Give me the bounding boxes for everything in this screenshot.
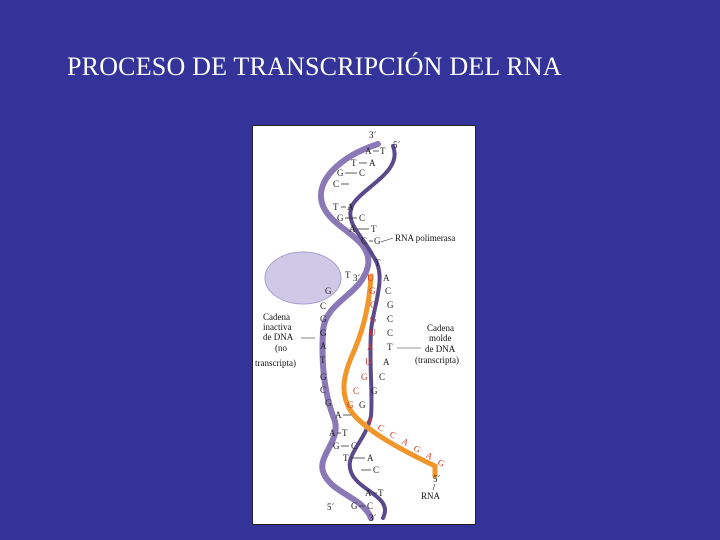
svg-text:C: C (370, 300, 376, 310)
svg-text:G: G (325, 398, 332, 408)
slide-title: PROCESO DE TRANSCRIPCIÓN DEL RNA (67, 52, 562, 81)
svg-text:G: G (337, 213, 344, 223)
svg-text:G: G (325, 286, 332, 296)
dna-strand-left-backbone (318, 141, 381, 521)
svg-text:Cadena: Cadena (263, 312, 290, 322)
transcription-figure: 3´ 5´ A T T A G C C T A G C A T C (252, 125, 476, 525)
svg-text:U: U (365, 357, 372, 367)
svg-text:A: A (329, 428, 336, 438)
rna-backbone (341, 273, 438, 479)
svg-text:de DNA: de DNA (263, 332, 294, 342)
svg-text:G: G (320, 314, 327, 324)
svg-text:C: C (373, 465, 379, 475)
svg-text:A: A (335, 410, 342, 420)
svg-text:T: T (380, 146, 386, 156)
svg-text:U: U (367, 273, 374, 283)
label-5-prime-bottom: 5´ (327, 502, 335, 512)
svg-text:C: C (388, 429, 398, 441)
svg-text:A: A (383, 357, 390, 367)
svg-text:T: T (342, 428, 348, 438)
label-3-prime-bottom: 3´ (369, 513, 377, 523)
svg-text:T: T (378, 488, 384, 498)
svg-text:Cadena: Cadena (427, 323, 454, 333)
svg-text:molde: molde (429, 333, 452, 343)
svg-text:C: C (387, 314, 393, 324)
svg-text:C: C (320, 301, 326, 311)
svg-text:C: C (333, 179, 339, 189)
svg-text:C: C (367, 501, 373, 511)
svg-text:G: G (359, 400, 366, 410)
svg-text:A: A (367, 453, 374, 463)
svg-text:(no: (no (275, 343, 287, 353)
svg-text:G: G (347, 400, 354, 410)
svg-text:T: T (343, 453, 349, 463)
svg-text:G: G (337, 168, 344, 178)
svg-text:G: G (320, 372, 327, 382)
svg-text:G: G (333, 441, 340, 451)
svg-text:T: T (387, 342, 393, 352)
inactive-strand-label: Cadena inactiva de DNA (no transcripta) (255, 312, 296, 368)
svg-text:(transcripta): (transcripta) (415, 355, 459, 365)
polymerase-leader-line (380, 237, 394, 243)
svg-text:T: T (371, 224, 377, 234)
svg-text:transcripta): transcripta) (255, 358, 296, 368)
svg-text:T: T (333, 202, 339, 212)
svg-text:G: G (351, 501, 358, 511)
svg-text:C: C (351, 441, 357, 451)
svg-text:A: A (365, 146, 372, 156)
rna-leader-line (432, 483, 436, 491)
label-3-prime-top: 3´ (369, 130, 377, 140)
svg-text:A: A (320, 341, 327, 351)
svg-text:C: C (359, 168, 365, 178)
label-3-prime-rna: 3´ (353, 273, 361, 283)
svg-text:A: A (367, 342, 374, 352)
svg-text:T: T (345, 270, 351, 280)
template-strand-bases: T A C G C C T A C G G (359, 258, 394, 410)
svg-text:A: A (364, 415, 375, 427)
label-5-prime-rna: 5´ (433, 474, 441, 484)
rna-paired-bases: U G C G U A U G C G (347, 273, 377, 410)
svg-text:C: C (379, 372, 385, 382)
svg-text:C: C (387, 328, 393, 338)
svg-text:C: C (353, 386, 359, 396)
svg-text:G: G (371, 386, 378, 396)
svg-text:U: U (369, 328, 376, 338)
inactive-strand-bases: T G C G G A T G C G (320, 270, 351, 408)
dna-strand-right-backbone (347, 144, 397, 520)
svg-text:T: T (320, 355, 326, 365)
svg-text:A: A (347, 202, 354, 212)
svg-text:T: T (351, 158, 357, 168)
rna-tail-bases: A C C A G A G (364, 415, 447, 469)
rna-label: RNA (421, 491, 441, 501)
top-base-pairs: A T T A G C C T A G C A T C G (333, 146, 386, 246)
svg-text:A: A (349, 224, 356, 234)
svg-text:G: G (387, 300, 394, 310)
svg-text:G: G (412, 443, 423, 455)
svg-text:C: C (320, 385, 326, 395)
svg-text:G: G (374, 236, 381, 246)
svg-text:T: T (375, 258, 381, 268)
svg-text:A: A (424, 450, 435, 462)
label-5-prime-top: 5´ (393, 140, 401, 150)
svg-text:C: C (359, 213, 365, 223)
svg-text:C: C (361, 236, 367, 246)
bottom-base-pairs: A A T G C T A C A T G C (329, 410, 384, 511)
svg-text:C: C (376, 422, 386, 434)
rna-polymerase-shape (264, 251, 342, 305)
polymerase-label: RNA polimerasa (395, 233, 455, 243)
svg-text:de DNA: de DNA (425, 344, 456, 354)
svg-text:G: G (369, 286, 376, 296)
svg-text:G: G (436, 457, 447, 469)
transcription-diagram: 3´ 5´ A T T A G C C T A G C A T C (255, 130, 459, 523)
svg-text:A: A (400, 436, 411, 448)
svg-text:G: G (320, 328, 327, 338)
svg-text:C: C (385, 286, 391, 296)
svg-text:G: G (370, 314, 377, 324)
svg-text:A: A (365, 488, 372, 498)
svg-text:G: G (361, 372, 368, 382)
svg-text:A: A (383, 273, 390, 283)
svg-text:A: A (369, 158, 376, 168)
svg-text:inactiva: inactiva (263, 322, 292, 332)
template-strand-label: Cadena molde de DNA (transcripta) (415, 323, 459, 365)
